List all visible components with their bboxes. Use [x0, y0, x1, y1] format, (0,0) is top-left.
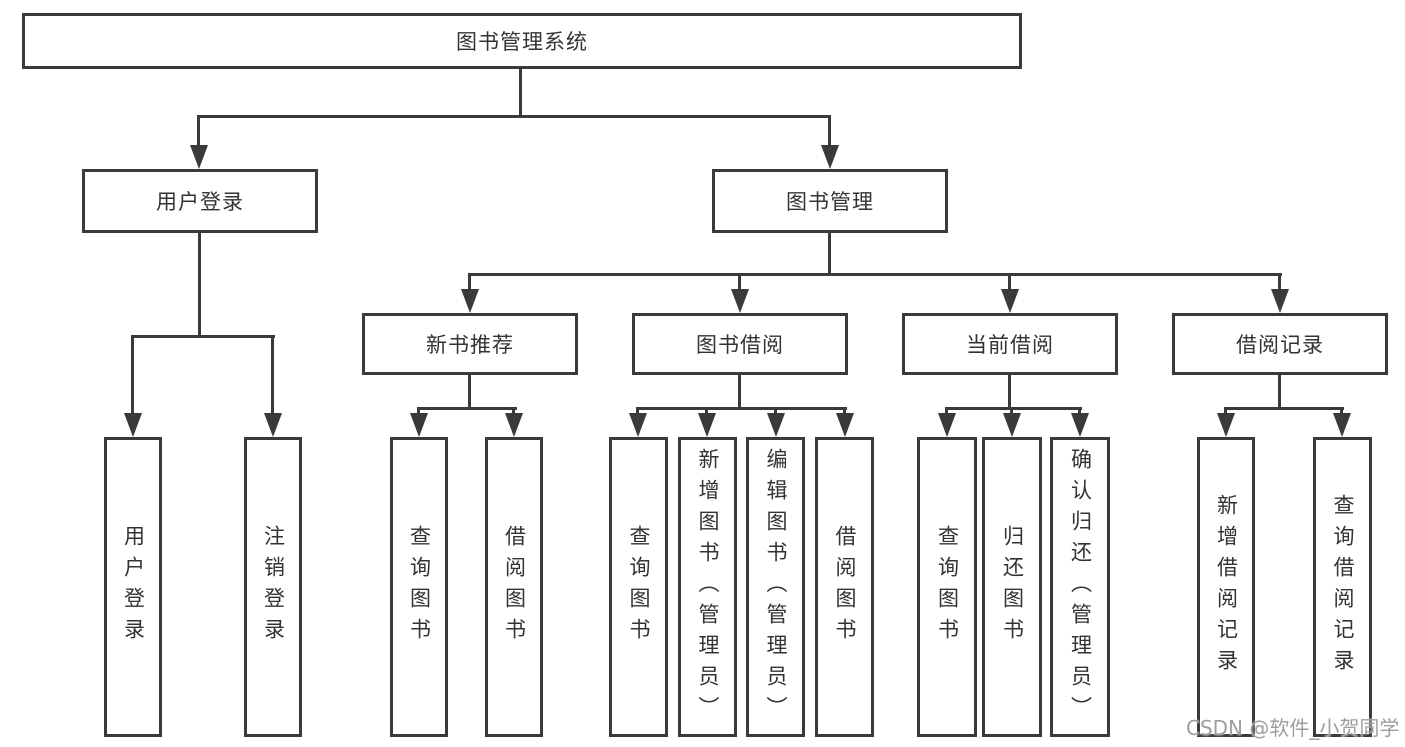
connector-line	[1278, 375, 1281, 409]
connector-line	[636, 407, 847, 410]
leaf-logout: 注销登录	[244, 437, 302, 737]
node-borrow-records: 借阅记录	[1172, 313, 1388, 375]
connector-line	[636, 407, 639, 417]
connector-line	[738, 273, 741, 293]
connector-line	[468, 273, 1282, 276]
leaf-recommend-query-books: 查询图书	[390, 437, 448, 737]
connector-line	[1008, 273, 1011, 293]
connector-line	[774, 407, 777, 417]
arrow-down-icon	[836, 413, 854, 437]
leaf-borrow-add-books-admin: 新增图书（管理员）	[678, 437, 737, 737]
connector-line	[843, 407, 846, 417]
node-library-management-system: 图书管理系统	[22, 13, 1022, 69]
connector-line	[945, 407, 1082, 410]
leaf-current-return-books: 归还图书	[982, 437, 1042, 737]
arrow-down-icon	[767, 413, 785, 437]
connector-line	[512, 407, 515, 417]
node-new-book-recommend: 新书推荐	[362, 313, 578, 375]
connector-line	[197, 115, 200, 147]
arrow-down-icon	[410, 413, 428, 437]
arrow-down-icon	[1071, 413, 1089, 437]
node-book-management: 图书管理	[712, 169, 948, 233]
leaf-recommend-borrow-books: 借阅图书	[485, 437, 543, 737]
arrow-down-icon	[938, 413, 956, 437]
connector-line	[271, 335, 274, 417]
connector-line	[198, 233, 201, 337]
arrow-down-icon	[124, 413, 142, 437]
connector-line	[468, 375, 471, 409]
connector-line	[1278, 273, 1281, 293]
arrow-down-icon	[821, 145, 839, 169]
connector-line	[828, 115, 831, 147]
connector-line	[1340, 407, 1343, 417]
connector-line	[519, 69, 522, 115]
connector-line	[131, 335, 134, 417]
connector-line	[417, 407, 420, 417]
arrow-down-icon	[731, 289, 749, 313]
connector-line	[738, 375, 741, 409]
connector-line	[197, 115, 831, 118]
connector-line	[417, 407, 517, 410]
leaf-current-confirm-return-admin: 确认归还（管理员）	[1050, 437, 1110, 737]
arrow-down-icon	[264, 413, 282, 437]
node-user-login: 用户登录	[82, 169, 318, 233]
arrow-down-icon	[1217, 413, 1235, 437]
node-current-borrow: 当前借阅	[902, 313, 1118, 375]
leaf-current-query-books: 查询图书	[917, 437, 977, 737]
csdn-watermark: CSDN @软件_小贺同学	[1186, 716, 1400, 740]
connector-line	[1008, 375, 1011, 409]
arrow-down-icon	[1001, 289, 1019, 313]
connector-line	[945, 407, 948, 417]
arrow-down-icon	[461, 289, 479, 313]
connector-line	[1224, 407, 1227, 417]
arrow-down-icon	[1333, 413, 1351, 437]
connector-line	[1010, 407, 1013, 417]
arrow-down-icon	[505, 413, 523, 437]
leaf-borrow-borrow-books: 借阅图书	[815, 437, 874, 737]
connector-line	[468, 273, 471, 293]
connector-line	[131, 335, 275, 338]
arrow-down-icon	[1003, 413, 1021, 437]
leaf-borrow-edit-books-admin: 编辑图书（管理员）	[746, 437, 805, 737]
connector-line	[1224, 407, 1344, 410]
connector-line	[705, 407, 708, 417]
connector-line	[1078, 407, 1081, 417]
leaf-borrow-query-books: 查询图书	[609, 437, 668, 737]
arrow-down-icon	[190, 145, 208, 169]
node-book-borrow: 图书借阅	[632, 313, 848, 375]
leaf-record-add: 新增借阅记录	[1197, 437, 1255, 737]
arrow-down-icon	[698, 413, 716, 437]
arrow-down-icon	[629, 413, 647, 437]
leaf-user-login: 用户登录	[104, 437, 162, 737]
leaf-record-query: 查询借阅记录	[1313, 437, 1372, 737]
connector-line	[828, 233, 831, 275]
arrow-down-icon	[1271, 289, 1289, 313]
